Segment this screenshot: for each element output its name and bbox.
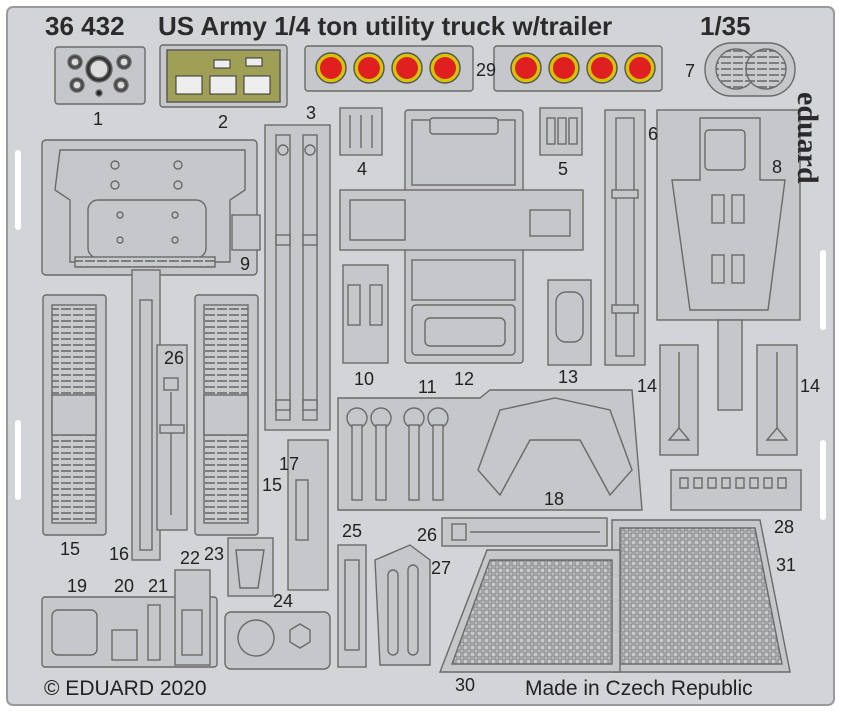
- part-6-bar: [604, 109, 646, 366]
- part-2-data-plates: [159, 44, 288, 108]
- part-number: 23: [204, 544, 225, 564]
- part-30-mesh: [438, 549, 621, 673]
- part-19-22-group: [41, 569, 218, 668]
- part-12-seat-frame: [339, 109, 584, 364]
- part-7-grilles: [704, 42, 796, 97]
- part-29-lights: [304, 45, 663, 92]
- part-number: 4: [357, 159, 368, 179]
- part-25-bar: [337, 544, 367, 668]
- part-15-panel-right: [194, 294, 259, 536]
- eduard-logo: eduard: [790, 92, 830, 222]
- part-number: 18: [544, 489, 565, 509]
- kit-number: 36 432: [45, 11, 125, 41]
- part-14-rod-left: [659, 344, 699, 456]
- part-15-panel-left: [42, 294, 107, 536]
- part-number: 16: [109, 544, 130, 564]
- part-number: 6: [648, 124, 659, 144]
- part-number: 31: [776, 555, 797, 575]
- part-8-frame: [656, 109, 801, 411]
- part-26-strap: [156, 344, 188, 531]
- fret-slot: [15, 150, 21, 230]
- origin-text: Made in Czech Republic: [525, 677, 753, 700]
- part-24-discs: [224, 611, 331, 670]
- part-number: 2: [218, 112, 229, 132]
- part-1-gauges: [54, 46, 146, 105]
- part-number: 19: [67, 576, 88, 596]
- part-5-buckles: [539, 107, 583, 156]
- part-number: 13: [558, 367, 579, 387]
- part-number: 5: [558, 159, 569, 179]
- fret-slot: [15, 420, 21, 500]
- part-number: 27: [431, 558, 452, 578]
- fret-slot: [820, 440, 826, 520]
- part-31-mesh: [611, 519, 791, 673]
- kit-scale: 1/35: [700, 11, 751, 41]
- part-number: 9: [240, 254, 251, 274]
- part-13-bracket: [547, 279, 592, 366]
- part-number: 20: [114, 576, 135, 596]
- part-26-strap-lower: [441, 517, 608, 547]
- part-number: 26: [417, 525, 438, 545]
- part-number: 11: [418, 377, 437, 397]
- part-number: 10: [354, 369, 375, 389]
- part-number: 25: [342, 521, 363, 541]
- part-28-hooks: [670, 469, 802, 511]
- kit-name: US Army 1/4 ton utility truck w/trailer: [158, 11, 613, 41]
- part-number: 1: [93, 109, 104, 129]
- part-number: 15: [262, 475, 283, 495]
- part-number: 24: [273, 591, 294, 611]
- part-10-buckles: [342, 264, 389, 364]
- part-14-rod-right: [756, 344, 798, 456]
- part-number: 17: [279, 454, 300, 474]
- part-number: 30: [455, 675, 476, 695]
- part-number: 15: [60, 539, 81, 559]
- part-number: 8: [772, 157, 783, 177]
- brand-text: eduard: [791, 92, 824, 184]
- part-number: 29: [476, 60, 497, 80]
- part-number: 26: [164, 348, 185, 368]
- part-3-straps: [264, 124, 331, 431]
- part-9-clip: [231, 214, 261, 251]
- part-23-bracket: [227, 537, 274, 597]
- part-27-handles: [374, 544, 431, 666]
- part-number: 12: [454, 369, 475, 389]
- part-4-buckles: [339, 107, 383, 156]
- part-11-18-bracket: [337, 389, 643, 511]
- part-number: 28: [774, 517, 795, 537]
- part-number: 14: [637, 376, 658, 396]
- part-number: 22: [180, 548, 201, 568]
- part-number: 14: [800, 376, 821, 396]
- part-number: 21: [148, 576, 169, 596]
- part-16-floor-plate: [41, 139, 258, 561]
- copyright-text: © EDUARD 2020: [44, 677, 207, 700]
- part-number: 7: [685, 61, 696, 81]
- fret-slot: [820, 250, 826, 330]
- part-17-bracket: [287, 439, 329, 591]
- part-number: 3: [306, 103, 317, 123]
